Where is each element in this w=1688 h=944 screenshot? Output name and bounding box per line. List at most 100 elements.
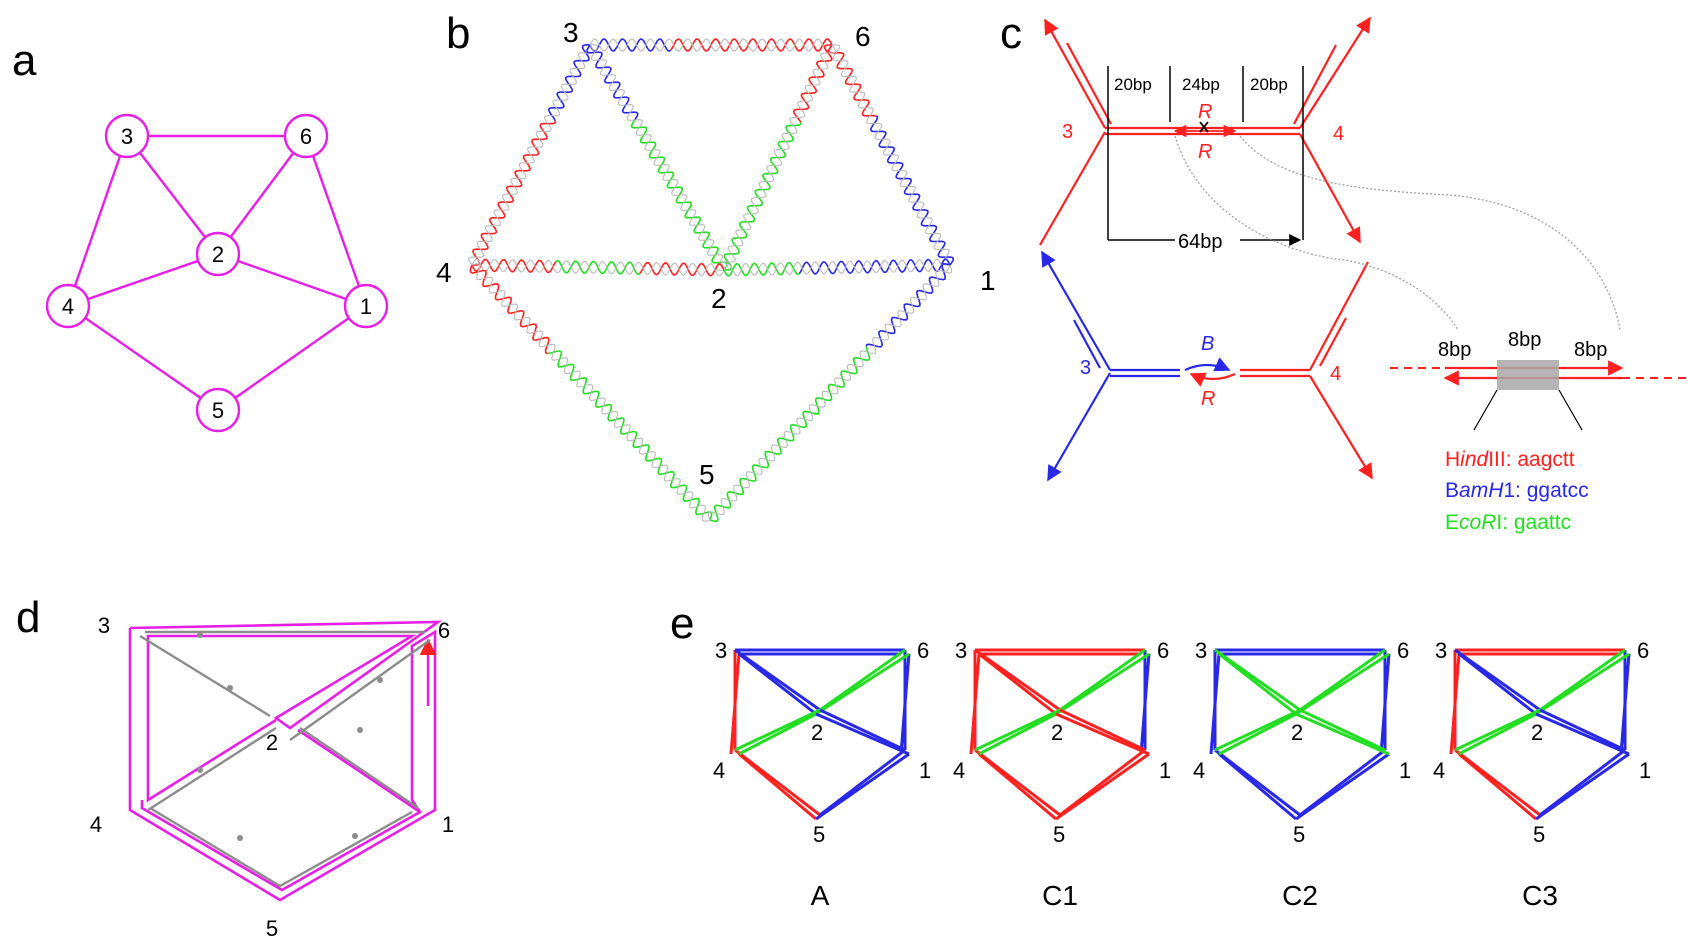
graph-node-3 <box>104 113 150 159</box>
panel-label-c: c <box>1000 9 1022 58</box>
gray-routes <box>139 630 431 888</box>
panel-label-b: b <box>446 9 470 58</box>
site-box <box>1497 360 1559 390</box>
edge-inner-4-2-b <box>1218 712 1297 756</box>
e-vertex-3: 3 <box>1435 638 1447 663</box>
edge-inner-4-2-a <box>1454 708 1541 752</box>
helix-strand-6-1 <box>908 188 951 266</box>
e-vertex-5: 5 <box>1293 822 1305 847</box>
edge-inner-4-2-b <box>978 712 1057 756</box>
enzyme-text-part: III: aagctt <box>1488 448 1575 471</box>
b-vertex-3: 3 <box>563 17 579 48</box>
graph-edge-3-4 <box>66 135 129 307</box>
e-vertex-5: 5 <box>1053 822 1065 847</box>
total-length: 64bp <box>1178 231 1223 253</box>
edge-inner-1-2-b <box>815 712 910 756</box>
edge-inner-1-2-a <box>1059 708 1146 752</box>
graph-edge-6-2 <box>217 135 307 255</box>
e-vertex-2: 2 <box>1051 720 1063 745</box>
helix-strand-2-1 <box>798 260 876 275</box>
helix-strand-3-2 <box>679 194 725 271</box>
gray-arrowhead-3 <box>237 835 243 841</box>
e-vertex-6: 6 <box>1157 638 1169 663</box>
d-vertex-2: 2 <box>266 730 278 755</box>
edge-bottom-left-b <box>978 752 1057 821</box>
edge-inner-6-2-a <box>1539 648 1626 712</box>
helix-strand-4-2 <box>471 258 557 274</box>
graph-edge-6-1 <box>304 135 368 307</box>
edge-inner-1-2-a <box>1299 708 1386 752</box>
gray-arrowhead-6 <box>377 677 383 683</box>
enzyme-text-part: E <box>1445 511 1459 534</box>
bottom-vertex-4: 4 <box>1330 363 1341 385</box>
zoom-connectors <box>1174 135 1621 331</box>
edge-left-b <box>729 653 741 755</box>
graph-node-4 <box>45 283 91 329</box>
graph-node-label-3: 3 <box>121 124 133 149</box>
helix-strand-1-5 <box>709 437 795 523</box>
helix-edges <box>468 38 955 523</box>
helix-strand-4-2 <box>639 262 725 277</box>
helix-strand-6-2 <box>791 44 837 119</box>
helix-strand-4-5 <box>471 263 556 348</box>
helix-strand-2-1 <box>874 258 951 274</box>
edge-bottom-left-b <box>738 752 817 821</box>
e-vertex-6: 6 <box>1397 638 1409 663</box>
edge-inner-6-2-b <box>1535 652 1630 716</box>
edge-bottom-right-b <box>1295 752 1390 821</box>
edge-inner-3-2-a <box>1454 648 1541 712</box>
enzyme-text-part: I: gaattc <box>1496 511 1571 534</box>
e-vertex-3: 3 <box>1195 638 1207 663</box>
edge-bottom-left-b <box>1218 752 1297 821</box>
site-pointer-right <box>1558 389 1583 431</box>
e-vertex-5: 5 <box>1533 822 1545 847</box>
b-vertex-1: 1 <box>980 265 996 296</box>
helix-strand-3-6 <box>751 38 833 52</box>
enzyme-text-part: H <box>1445 448 1460 471</box>
segment-right: 20bp <box>1250 75 1288 94</box>
bottom-B-label: B <box>1201 333 1214 355</box>
enzyme-hindiii: HindIII: aagctt <box>1445 448 1575 471</box>
edge-bottom-right-a <box>1539 748 1626 817</box>
helix-strand-3-6 <box>589 38 671 52</box>
e-vertex-6: 6 <box>1637 638 1649 663</box>
edge-inner-3-2-b <box>1458 652 1537 716</box>
e-vertex-4: 4 <box>1433 758 1445 783</box>
helix-strand-1-5 <box>707 430 788 521</box>
edge-right-b <box>899 653 911 755</box>
e-vertex-3: 3 <box>715 638 727 663</box>
graph-node-6 <box>283 113 329 159</box>
magenta-route-inner <box>297 728 421 814</box>
b-vertex-5: 5 <box>699 459 715 490</box>
edge-inner-4-2-a <box>974 708 1061 752</box>
gray-arrowhead-0 <box>197 632 203 638</box>
e-vertex-3: 3 <box>955 638 967 663</box>
d-vertex-5: 5 <box>266 916 278 941</box>
graph-node-label-5: 5 <box>212 398 224 423</box>
edge-bottom-right-b <box>1055 752 1150 821</box>
edge-inner-3-2-a <box>974 648 1061 712</box>
helix-strand-6-1 <box>906 193 955 266</box>
gray-arrowhead-2 <box>197 767 203 773</box>
e-vertex-4: 4 <box>713 758 725 783</box>
graph-node-label-2: 2 <box>212 242 224 267</box>
helix-strand-2-1 <box>723 261 800 277</box>
edge-inner-3-2-b <box>738 652 817 716</box>
variant-label: C2 <box>1282 880 1318 911</box>
helix-strand-3-4 <box>510 115 552 195</box>
helix-strand-4-5 <box>551 346 631 439</box>
d-vertex-4: 4 <box>90 812 102 837</box>
e-vertex-1: 1 <box>919 758 931 783</box>
top-R-lower: R <box>1198 141 1212 163</box>
panel-label-d: d <box>16 593 40 642</box>
edge-left-b <box>969 653 981 755</box>
magenta-route-outer <box>128 628 437 902</box>
e-vertex-5: 5 <box>813 822 825 847</box>
